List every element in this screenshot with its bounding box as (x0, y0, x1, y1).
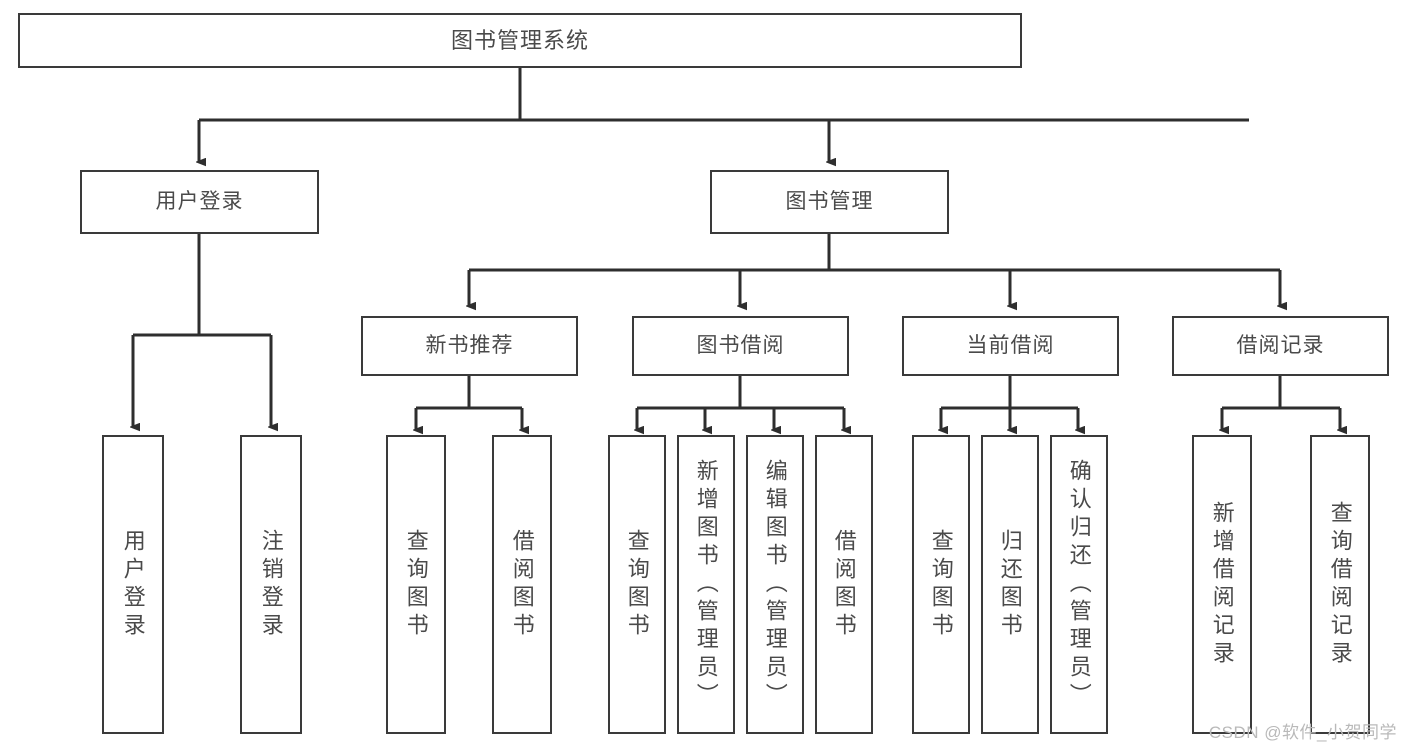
node-label: 查询图书 (403, 528, 429, 641)
node-label: 编辑图书（管理员） (762, 458, 788, 711)
node-borrow-records[interactable]: 借阅记录 (1172, 316, 1389, 376)
node-label: 查询借阅记录 (1327, 500, 1353, 669)
leaf-add-book-admin[interactable]: 新增图书（管理员） (677, 435, 735, 734)
node-label: 新增图书（管理员） (693, 458, 719, 711)
node-label: 新增借阅记录 (1209, 500, 1235, 669)
leaf-confirm-return-admin[interactable]: 确认归还（管理员） (1050, 435, 1108, 734)
node-label: 查询图书 (928, 528, 954, 641)
node-label: 查询图书 (624, 528, 650, 641)
node-label: 图书管理系统 (450, 27, 589, 53)
node-label: 注销登录 (258, 528, 284, 641)
node-root-book-management-system[interactable]: 图书管理系统 (18, 13, 1022, 68)
node-label: 用户登录 (120, 528, 146, 641)
watermark-text: CSDN @软件_小贺同学 (1208, 723, 1397, 742)
leaf-borrow-book-recommend[interactable]: 借阅图书 (492, 435, 552, 734)
node-new-book-recommend[interactable]: 新书推荐 (361, 316, 578, 376)
leaf-user-logout[interactable]: 注销登录 (240, 435, 302, 734)
leaf-borrow-book[interactable]: 借阅图书 (815, 435, 873, 734)
leaf-user-login[interactable]: 用户登录 (102, 435, 164, 734)
leaf-query-borrow-record[interactable]: 查询借阅记录 (1310, 435, 1370, 734)
node-label: 当前借阅 (966, 333, 1055, 357)
leaf-query-book-borrow[interactable]: 查询图书 (608, 435, 666, 734)
node-label: 用户登录 (155, 189, 244, 213)
node-label: 借阅图书 (509, 528, 535, 641)
node-user-login[interactable]: 用户登录 (80, 170, 319, 234)
node-label: 图书管理 (785, 189, 874, 213)
leaf-edit-book-admin[interactable]: 编辑图书（管理员） (746, 435, 804, 734)
node-label: 借阅图书 (831, 528, 857, 641)
node-label: 归还图书 (997, 528, 1023, 641)
node-label: 借阅记录 (1236, 333, 1325, 357)
node-label: 新书推荐 (425, 333, 514, 357)
node-book-management[interactable]: 图书管理 (710, 170, 949, 234)
leaf-query-book-recommend[interactable]: 查询图书 (386, 435, 446, 734)
node-current-borrow[interactable]: 当前借阅 (902, 316, 1119, 376)
node-book-borrow[interactable]: 图书借阅 (632, 316, 849, 376)
leaf-query-book-current[interactable]: 查询图书 (912, 435, 970, 734)
node-label: 图书借阅 (696, 333, 785, 357)
leaf-add-borrow-record[interactable]: 新增借阅记录 (1192, 435, 1252, 734)
leaf-return-book[interactable]: 归还图书 (981, 435, 1039, 734)
node-label: 确认归还（管理员） (1066, 458, 1092, 711)
